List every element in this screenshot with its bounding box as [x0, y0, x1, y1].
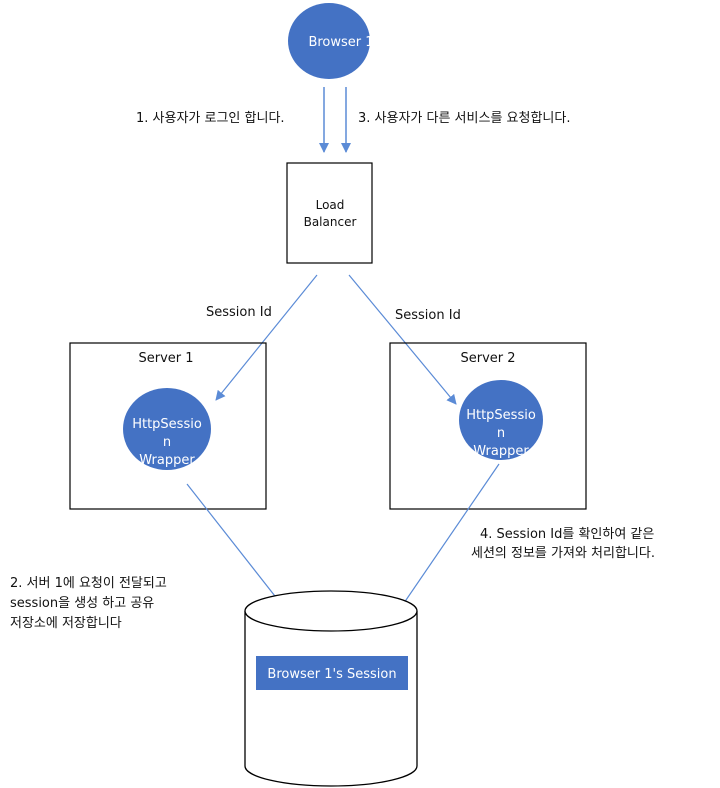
session-id-arrow-left: [215, 274, 318, 401]
wrapper-2-line3: Wrapper: [473, 444, 529, 459]
shared-session-store: Browser 1's Session: [244, 590, 418, 787]
wrapper-1-line2: n: [163, 435, 171, 450]
step-1-label: 1. 사용자가 로그인 합니다.: [136, 111, 285, 126]
step-3-label: 3. 사용자가 다른 서비스를 요청합니다.: [358, 111, 570, 126]
http-session-wrapper-1: HttpSessio n Wrapper: [123, 388, 211, 470]
session-badge-label: Browser 1's Session: [267, 667, 396, 682]
session-id-label-left: Session Id: [206, 305, 272, 320]
load-balancer-line2: Balancer: [304, 215, 357, 229]
wrapper-2-line1: HttpSessio: [466, 408, 536, 423]
session-id-arrow-right: [348, 274, 457, 405]
step-4-line1: 4. Session Id를 확인하여 같은: [480, 527, 654, 542]
browser-node: Browser 1: [288, 3, 374, 79]
step-2-line3: 저장소에 저장합니다: [10, 616, 122, 631]
http-session-wrapper-2: HttpSessio n Wrapper: [459, 380, 543, 460]
server-2-title: Server 2: [460, 351, 515, 366]
server-1-title: Server 1: [138, 351, 193, 366]
step-2-line1: 2. 서버 1에 요청이 전달되고: [10, 576, 167, 591]
server-2: Server 2 HttpSessio n Wrapper: [389, 342, 587, 510]
browser-label: Browser 1: [308, 35, 373, 50]
load-balancer-line1: Load: [316, 198, 345, 212]
step-2-line2: session을 생성 하고 공유: [10, 596, 154, 611]
step-4-line2: 세션의 정보를 가져와 처리합니다.: [471, 546, 655, 561]
load-balancer: Load Balancer: [286, 162, 373, 264]
wrapper-1-line3: Wrapper: [139, 453, 195, 468]
server-1: Server 1 HttpSessio n Wrapper: [69, 342, 267, 510]
session-id-label-right: Session Id: [395, 308, 461, 323]
wrapper-2-line2: n: [497, 426, 505, 441]
session-badge: [256, 656, 408, 690]
wrapper-1-line1: HttpSessio: [132, 417, 202, 432]
